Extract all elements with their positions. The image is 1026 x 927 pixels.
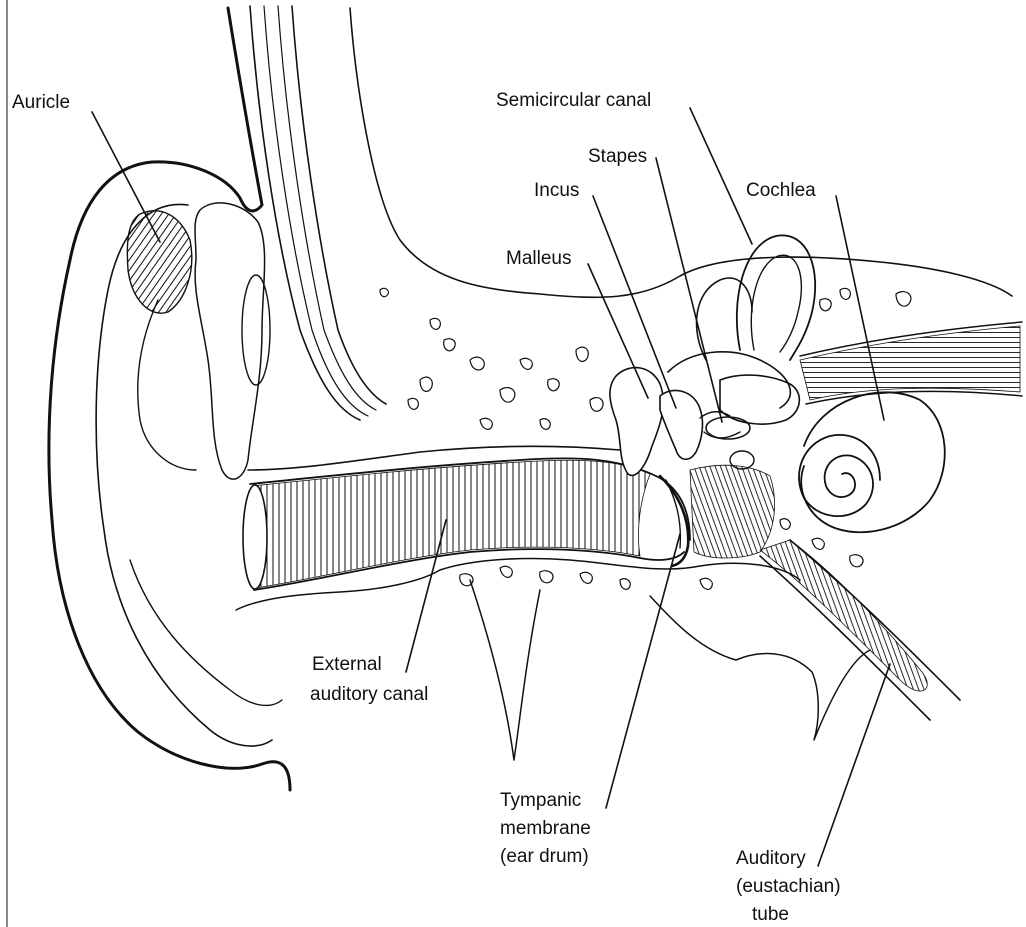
eustachian-tube — [760, 540, 927, 691]
incus-bone — [660, 390, 702, 459]
label-tympanic-line3: (ear drum) — [500, 846, 589, 867]
lower-bone-contour — [440, 558, 800, 580]
label-external-canal-line2: auditory canal — [310, 684, 428, 705]
auricle-concha — [127, 211, 191, 313]
label-malleus: Malleus — [506, 248, 571, 269]
label-incus: Incus — [534, 180, 579, 201]
cartilage-ellipse — [242, 275, 270, 385]
label-auditory-tube-line3: tube — [752, 904, 789, 925]
semicircular-canal-superior — [737, 235, 815, 360]
leader-auditory-tube — [818, 664, 890, 866]
middle-ear-striations — [690, 465, 775, 558]
external-canal-opening — [243, 485, 267, 589]
malleus-bone — [610, 368, 663, 476]
leader-tympanic-membrane — [606, 534, 680, 808]
label-external-canal-line1: External — [312, 654, 382, 675]
leader-auricle — [92, 112, 160, 242]
cochlea-spiral — [799, 435, 880, 516]
label-tympanic-line1: Tympanic — [500, 790, 581, 811]
label-auditory-tube-line1: Auditory — [736, 848, 806, 869]
label-auditory-tube-line2: (eustachian) — [736, 876, 841, 897]
label-auricle: Auricle — [12, 92, 70, 113]
semicircular-canal-superior-inner — [751, 255, 801, 352]
label-semicircular-canal: Semicircular canal — [496, 90, 651, 111]
external-canal-ridges — [252, 460, 650, 588]
auricular-cartilage — [195, 203, 265, 479]
styloid-process-1 — [470, 580, 540, 760]
temporal-bone-upper — [350, 8, 1012, 297]
semicircular-canal-posterior — [697, 278, 752, 360]
cochlea-outer — [801, 392, 944, 532]
leader-semicircular-canal — [690, 108, 752, 244]
auricle-outer-rim — [49, 8, 290, 790]
vestibulocochlear-nerve — [800, 326, 1020, 400]
skin-layer-3 — [278, 6, 376, 410]
label-tympanic-line2: membrane — [500, 818, 591, 839]
stapes-footplate — [706, 417, 750, 439]
skin-layer-1 — [250, 6, 360, 420]
label-cochlea: Cochlea — [746, 180, 816, 201]
label-stapes: Stapes — [588, 146, 647, 167]
auricle-antihelix — [138, 300, 196, 470]
